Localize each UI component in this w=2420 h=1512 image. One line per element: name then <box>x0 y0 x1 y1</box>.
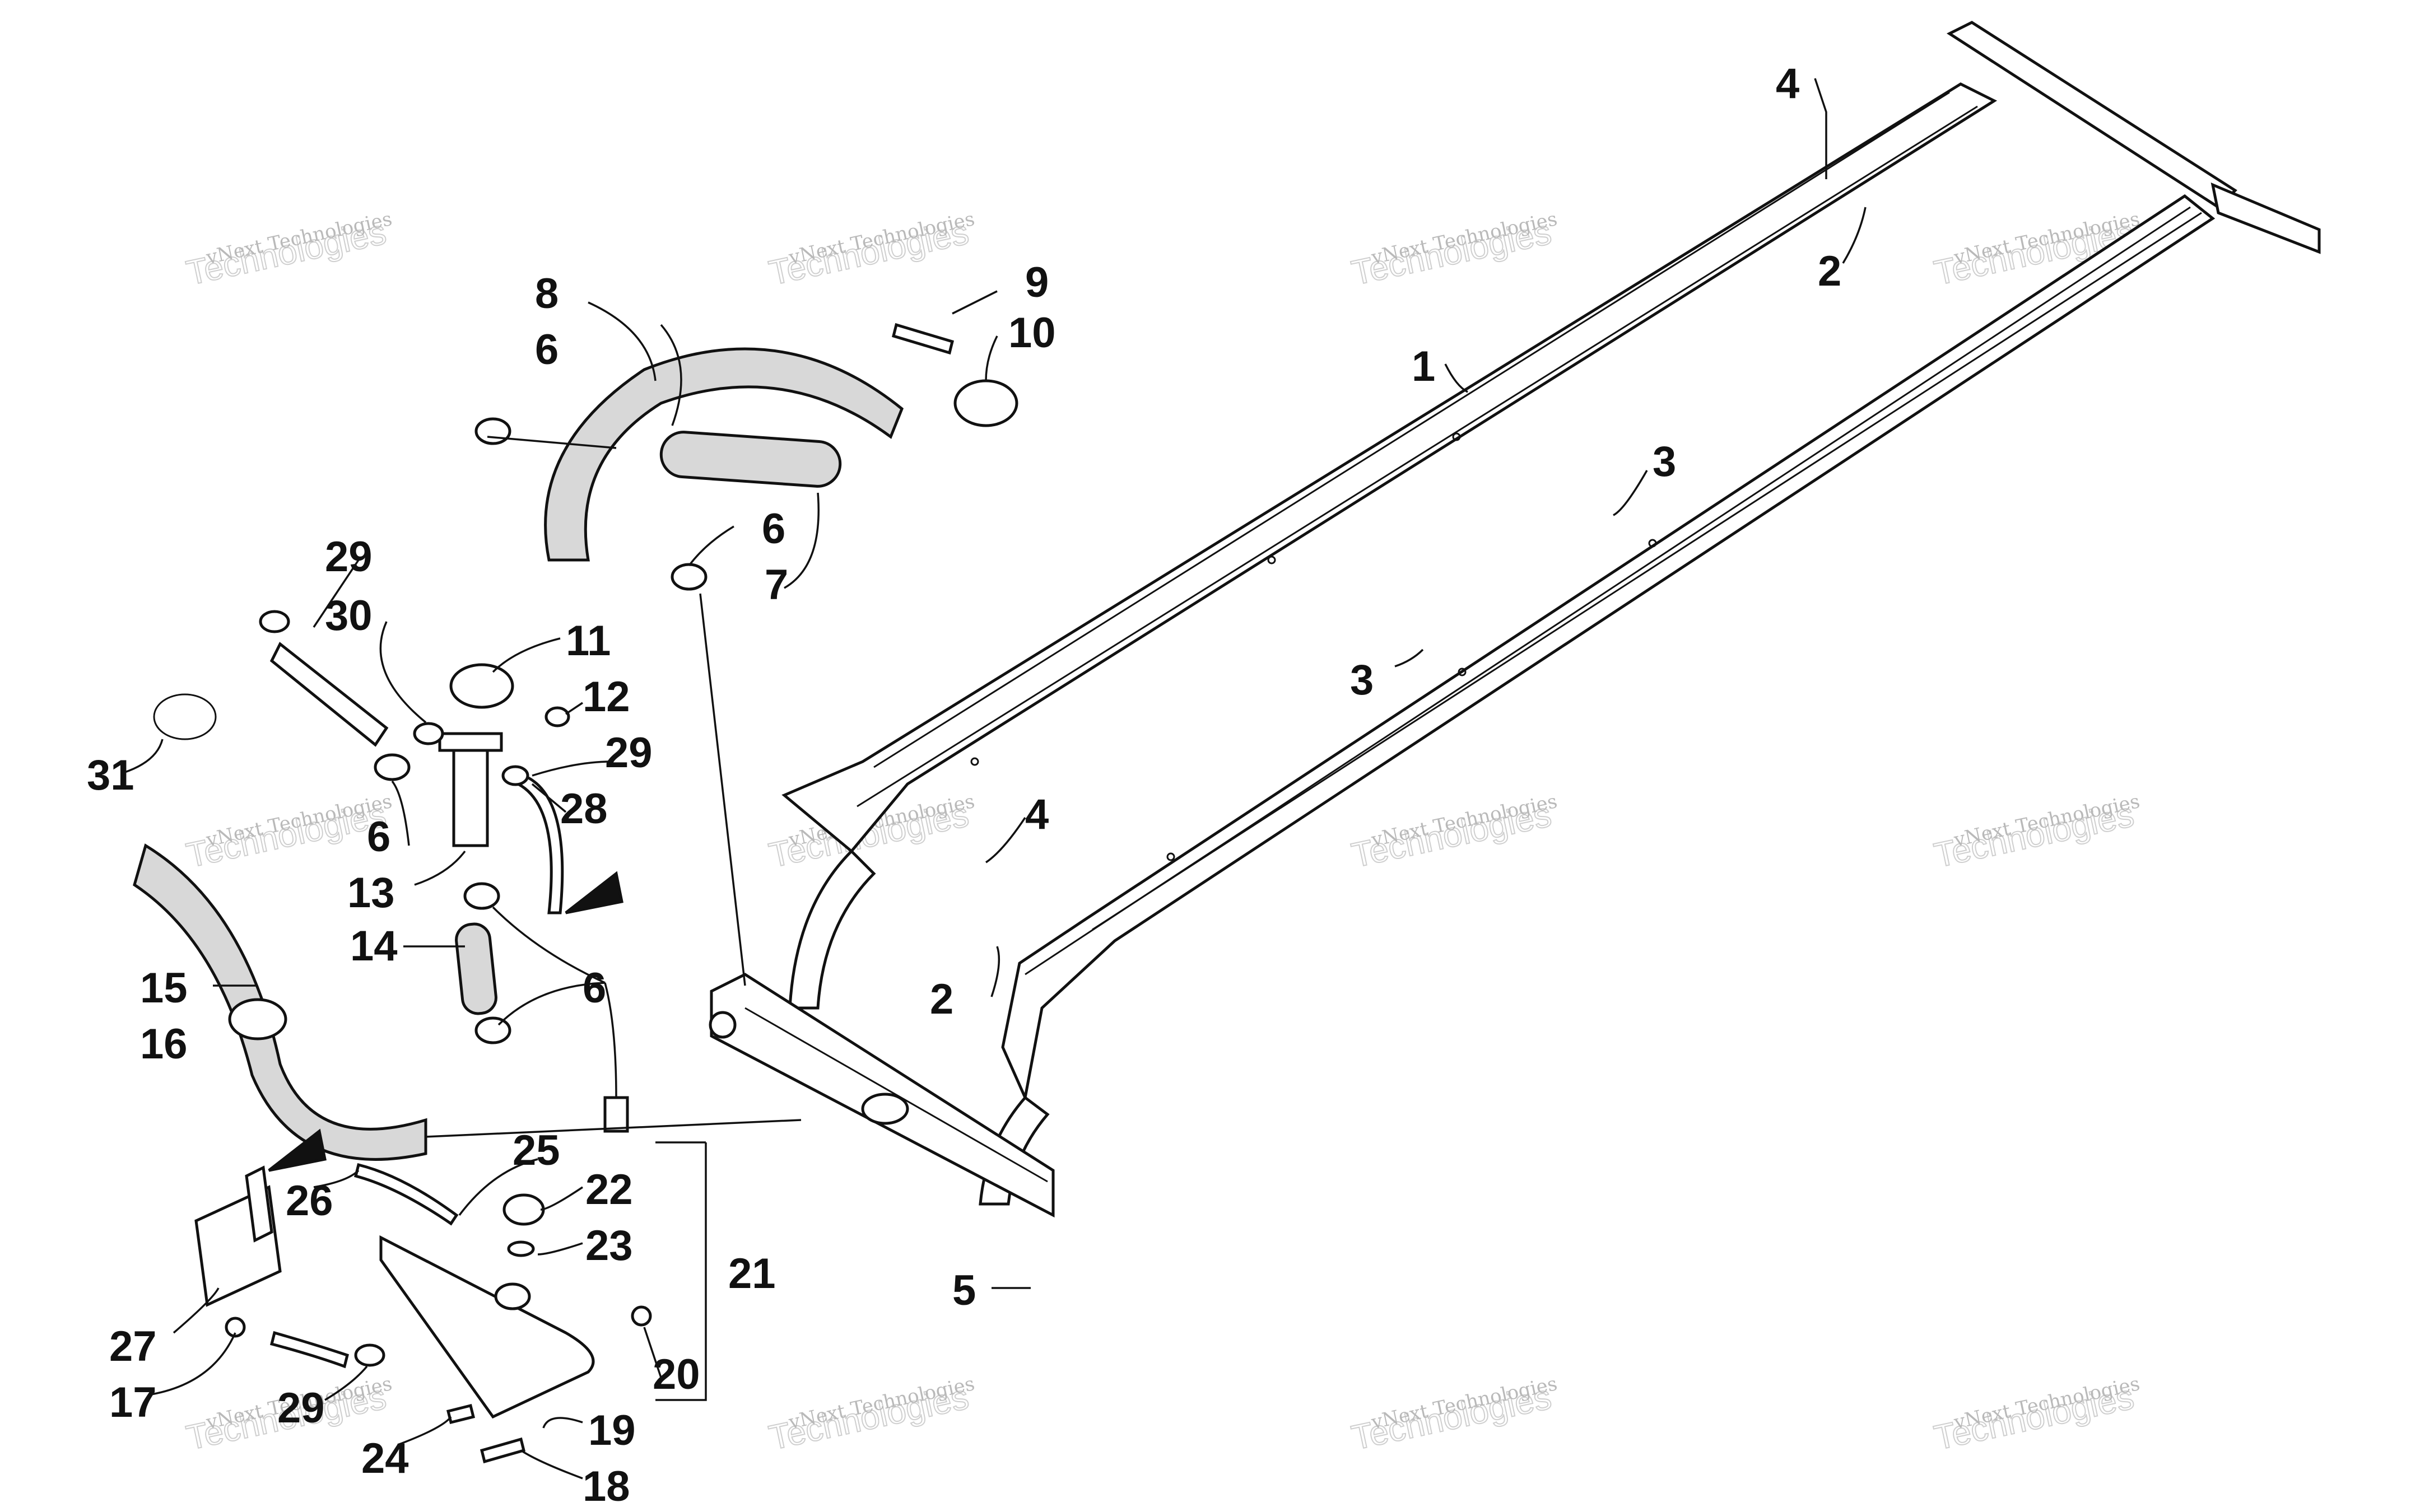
reservoir-assembly <box>194 1163 652 1464</box>
arrow-indicator <box>268 1128 327 1172</box>
callout-10: 10 <box>1008 309 1056 357</box>
callout-8: 8 <box>535 270 559 318</box>
callout-4: 4 <box>1025 791 1049 838</box>
callout-24: 24 <box>361 1435 409 1482</box>
callout-1: 1 <box>1412 343 1435 390</box>
callout-2: 2 <box>930 976 953 1023</box>
callout-11: 11 <box>566 617 611 665</box>
callout-5: 5 <box>952 1267 976 1314</box>
callout-29: 29 <box>277 1384 325 1432</box>
callout-14: 14 <box>350 922 398 970</box>
watermark: Technologies vNext Technologies <box>183 790 394 876</box>
callout-22: 22 <box>585 1166 633 1214</box>
callout-9: 9 <box>1025 259 1049 306</box>
leader-lines <box>123 78 1867 1480</box>
callout-29: 29 <box>605 729 653 777</box>
callout-27: 27 <box>109 1323 157 1370</box>
watermark: Technologies vNext Technologies <box>765 1373 977 1458</box>
callout-12: 12 <box>583 673 630 721</box>
callout-31: 31 <box>87 752 134 799</box>
hose-assembly <box>133 323 1018 1367</box>
callout-16: 16 <box>140 1020 188 1068</box>
watermark: Technologies vNext Technologies <box>1348 1373 1560 1458</box>
callout-3: 3 <box>1350 656 1374 704</box>
callout-3: 3 <box>1653 438 1676 486</box>
callout-13: 13 <box>347 869 395 917</box>
callout-25: 25 <box>513 1127 560 1174</box>
callout-23: 23 <box>585 1222 633 1270</box>
callout-15: 15 <box>140 964 188 1012</box>
callout-18: 18 <box>583 1463 630 1510</box>
callout-6: 6 <box>762 505 785 553</box>
watermark: Technologies vNext Technologies <box>1348 790 1560 876</box>
heat-exchanger-rail <box>709 21 2321 1218</box>
callout-19: 19 <box>588 1407 636 1454</box>
watermark: Technologies vNext Technologies <box>765 208 977 293</box>
callout-7: 7 <box>765 561 788 609</box>
watermark: Technologies vNext Technologies <box>1348 208 1560 293</box>
watermark: Technologies vNext Technologies <box>183 208 394 293</box>
callout-20: 20 <box>653 1351 700 1398</box>
callout-26: 26 <box>286 1177 333 1225</box>
callout-4: 4 <box>1776 60 1799 108</box>
watermark: Technologies vNext Technologies <box>1930 1373 2142 1458</box>
callout-2: 2 <box>1818 248 1841 295</box>
callout-28: 28 <box>560 785 608 833</box>
callout-labels: 1 2 2 3 3 4 4 5 6 6 6 6 6 7 8 9 10 11 12… <box>87 60 1841 1510</box>
callout-21: 21 <box>728 1250 776 1298</box>
callout-6: 6 <box>583 964 606 1012</box>
arrow-indicator <box>565 871 623 914</box>
watermark: Technologies vNext Technologies <box>1930 790 2142 876</box>
callout-30: 30 <box>325 592 373 640</box>
callout-29: 29 <box>325 533 373 581</box>
callout-17: 17 <box>109 1379 157 1426</box>
callout-6: 6 <box>367 813 390 861</box>
callout-6: 6 <box>535 326 559 374</box>
